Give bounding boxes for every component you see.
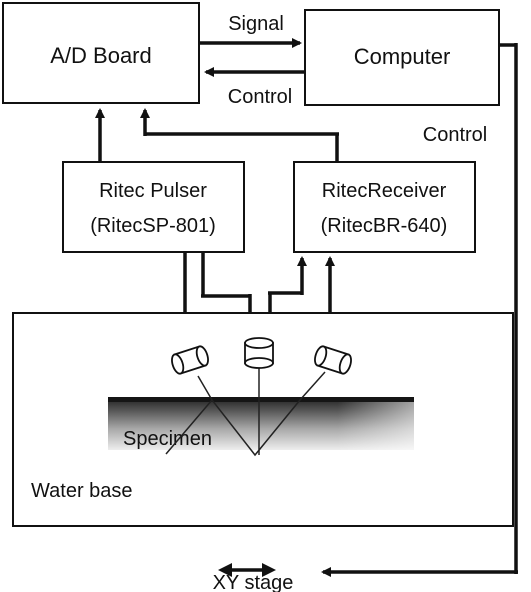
control-feedback-line: Control	[321, 43, 518, 577]
specimen: Specimen	[108, 397, 414, 450]
beam-paths	[165, 368, 326, 457]
receiver-block: RitecReceiver (RitecBR-640)	[293, 161, 476, 253]
control-label-bottom: Control	[228, 86, 292, 108]
transducer-middle-icon	[244, 337, 274, 369]
pulser-block: Ritec Pulser (RitecSP-801)	[62, 161, 245, 253]
pulser-label: Ritec Pulser	[99, 180, 207, 202]
control-link: Control	[204, 67, 304, 108]
control-label-right: Control	[423, 124, 487, 146]
xy-stage: XY stage	[213, 563, 294, 592]
transducer-right-icon	[314, 345, 352, 375]
computer-block: Computer	[304, 9, 500, 106]
specimen-label: Specimen	[123, 428, 212, 450]
receiver-to-adboard-link	[140, 108, 339, 162]
ad-board-block: A/D Board	[2, 2, 200, 104]
computer-label: Computer	[354, 44, 451, 69]
ad-board-label: A/D Board	[50, 43, 152, 68]
signal-label: Signal	[228, 13, 284, 35]
water-base-label: Water base	[31, 480, 133, 502]
receiver-label: RitecReceiver	[322, 180, 447, 202]
signal-link: Signal	[200, 13, 302, 48]
transducer-left-icon	[171, 345, 209, 375]
xy-stage-label: XY stage	[213, 572, 294, 592]
receiver-model-label: (RitecBR-640)	[321, 215, 448, 237]
pulser-model-label: (RitecSP-801)	[90, 215, 216, 237]
